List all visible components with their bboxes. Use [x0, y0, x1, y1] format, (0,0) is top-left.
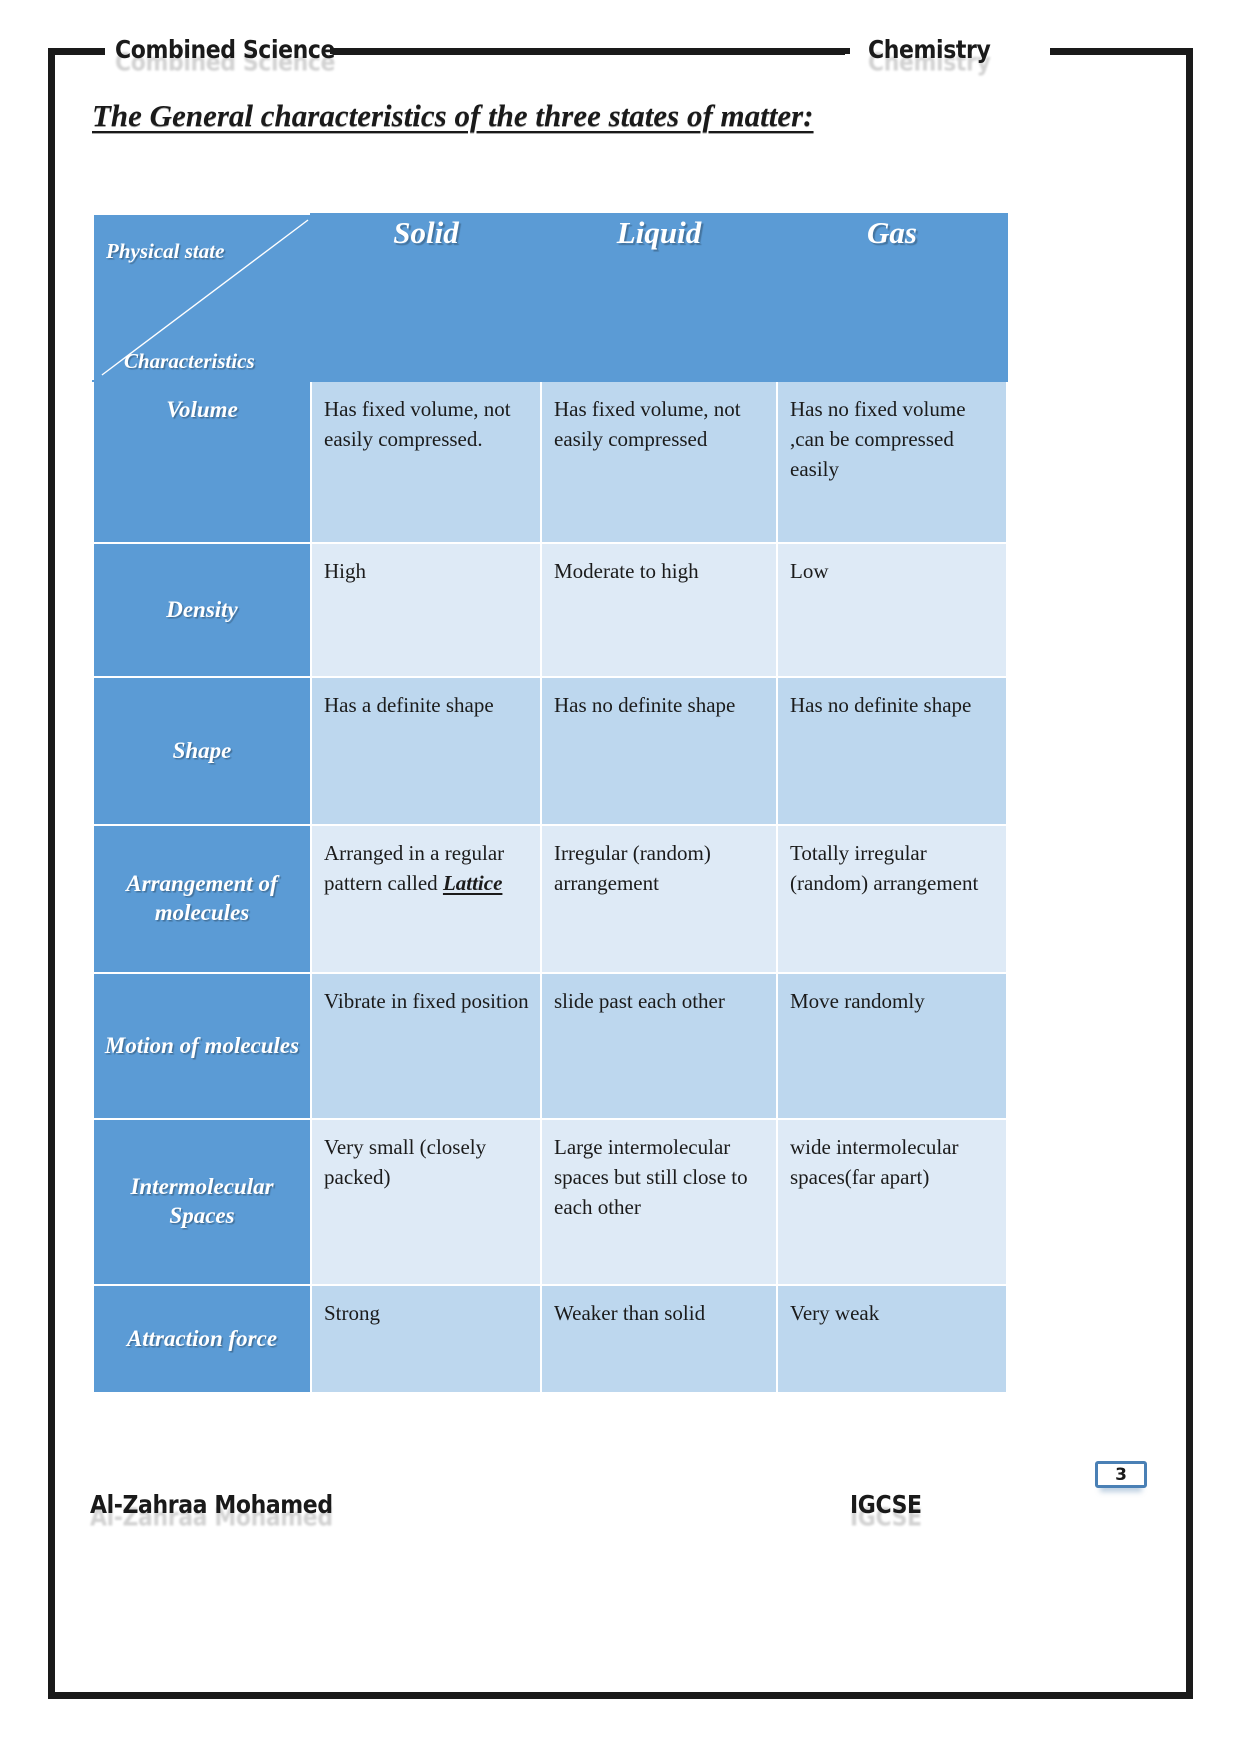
cell-shape-solid: Has a definite shape: [310, 676, 542, 826]
cell-attraction-solid: Strong: [310, 1284, 542, 1394]
header-rule-middle: [330, 48, 850, 54]
table-row-shape: Shape Has a definite shape Has no defini…: [92, 676, 1008, 826]
table-row-intermolecular-spaces: Intermolecular Spaces Very small (closel…: [92, 1118, 1008, 1286]
lattice-emphasis: Lattice: [442, 871, 503, 896]
cell-volume-liquid: Has fixed volume, not easily compressed: [540, 380, 778, 544]
table-row-density: Density High Moderate to high Low: [92, 542, 1008, 678]
table-row-motion: Motion of molecules Vibrate in fixed pos…: [92, 972, 1008, 1120]
physical-state-label: Physical state: [106, 239, 225, 263]
cell-arrangement-gas: Totally irregular (random) arrangement: [776, 824, 1008, 974]
cell-arrangement-liquid: Irregular (random) arrangement: [540, 824, 778, 974]
cell-spaces-gas: wide intermolecular spaces(far apart): [776, 1118, 1008, 1286]
row-label-arrangement: Arrangement of molecules: [92, 824, 312, 974]
row-label-volume: Volume: [92, 380, 312, 544]
frame-gap-left: [105, 44, 333, 58]
cell-density-gas: Low: [776, 542, 1008, 678]
column-header-liquid: Liquid: [540, 213, 778, 382]
row-label-motion: Motion of molecules: [92, 972, 312, 1120]
cell-attraction-liquid: Weaker than solid: [540, 1284, 778, 1394]
cell-volume-solid: Has fixed volume, not easily compressed.: [310, 380, 542, 544]
cell-spaces-liquid: Large intermolecular spaces but still cl…: [540, 1118, 778, 1286]
header-topic-label: Chemistry: [868, 36, 991, 65]
table-row-attraction-force: Attraction force Strong Weaker than soli…: [92, 1284, 1008, 1394]
column-header-solid: Solid: [310, 213, 542, 382]
row-label-density: Density: [92, 542, 312, 678]
row-label-attraction-force: Attraction force: [92, 1284, 312, 1394]
cell-attraction-gas: Very weak: [776, 1284, 1008, 1394]
cell-motion-liquid: slide past each other: [540, 972, 778, 1120]
row-label-shape: Shape: [92, 676, 312, 826]
cell-motion-gas: Move randomly: [776, 972, 1008, 1120]
cell-density-solid: High: [310, 542, 542, 678]
cell-volume-gas: Has no fixed volume ,can be compressed e…: [776, 380, 1008, 544]
table-row-volume: Volume Has fixed volume, not easily comp…: [92, 380, 1008, 544]
footer-program-label: IGCSE: [850, 1491, 922, 1520]
cell-density-liquid: Moderate to high: [540, 542, 778, 678]
table-header-row: Physical state Characteristics Solid Liq…: [92, 213, 1008, 382]
cell-spaces-solid: Very small (closely packed): [310, 1118, 542, 1286]
table-corner-header: Physical state Characteristics: [92, 213, 312, 382]
cell-shape-gas: Has no definite shape: [776, 676, 1008, 826]
header-subject-label: Combined Science: [115, 36, 336, 65]
page-title: The General characteristics of the three…: [92, 98, 814, 133]
characteristics-label: Characteristics: [124, 349, 255, 373]
frame-gap-right: [845, 44, 1050, 58]
cell-arrangement-solid-text: Arranged in a regular pattern called: [324, 841, 505, 896]
states-of-matter-table: Physical state Characteristics Solid Liq…: [92, 213, 1008, 1394]
column-header-gas: Gas: [776, 213, 1008, 382]
footer-author-label: Al-Zahraa Mohamed: [90, 1491, 333, 1520]
row-label-intermolecular-spaces: Intermolecular Spaces: [92, 1118, 312, 1286]
page-number-badge: 3: [1095, 1461, 1147, 1488]
cell-arrangement-solid: Arranged in a regular pattern called Lat…: [310, 824, 542, 974]
cell-shape-liquid: Has no definite shape: [540, 676, 778, 826]
table-row-arrangement: Arrangement of molecules Arranged in a r…: [92, 824, 1008, 974]
cell-motion-solid: Vibrate in fixed position: [310, 972, 542, 1120]
